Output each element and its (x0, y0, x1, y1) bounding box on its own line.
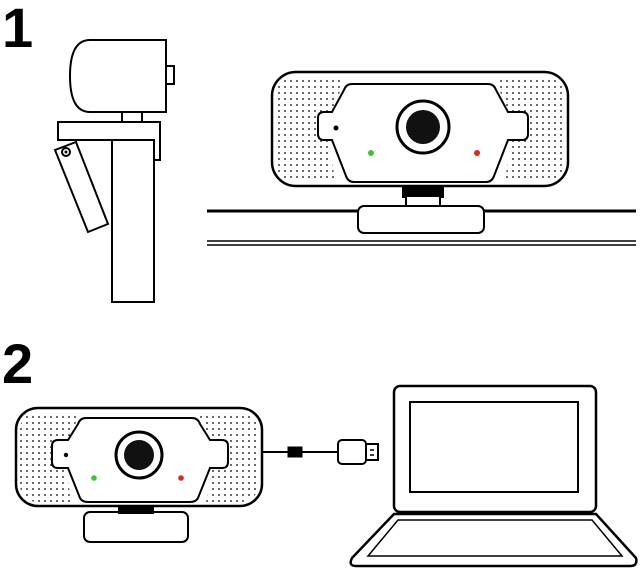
led-green (91, 475, 97, 481)
usb-plug-icon (337, 439, 379, 465)
mic-hole (63, 452, 69, 458)
step-2-number: 2 (2, 332, 34, 395)
speaker-grille-left (276, 76, 346, 182)
webcam-side-body (68, 39, 167, 113)
led-red (474, 150, 480, 156)
webcam-neck (402, 184, 444, 198)
monitor-edge-side (111, 139, 155, 303)
usb-cable (262, 439, 379, 465)
mic-hole (333, 125, 339, 131)
webcam-clip-base (357, 205, 485, 234)
webcam-front-view-2 (14, 406, 264, 543)
cable-ferrite (287, 446, 303, 458)
lens (124, 440, 154, 470)
webcam-front-view-1 (270, 70, 570, 234)
webcam-side-neck (121, 111, 143, 123)
webcam-side-view (53, 39, 175, 303)
step-1-number: 1 (2, 0, 34, 59)
led-green (368, 150, 374, 156)
lens (406, 110, 440, 144)
laptop-screen (409, 401, 579, 493)
webcam-side-button (165, 65, 175, 85)
laptop-icon (349, 384, 638, 568)
led-red (178, 475, 184, 481)
speaker-grille-left (20, 412, 80, 502)
laptop-deck (366, 519, 624, 557)
webcam-clip-base (83, 511, 189, 543)
webcam-side-leg (53, 140, 110, 234)
